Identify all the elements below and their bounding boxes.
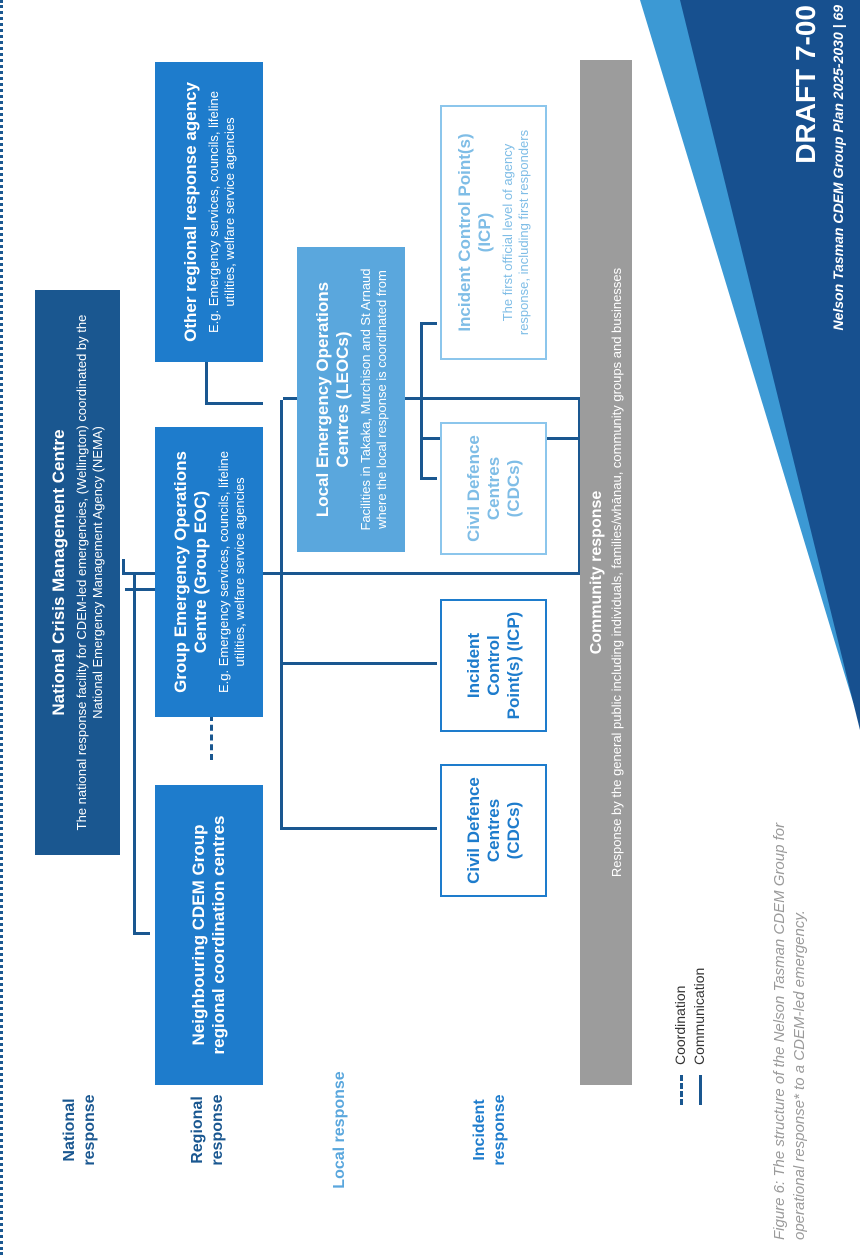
group-eoc-incident-line <box>280 827 437 830</box>
icp-a-title: Incident Control Point(s) (ICP) <box>463 611 523 720</box>
community-description: Response by the general public including… <box>608 267 624 878</box>
other-regional-title: Other regional response agency <box>180 82 200 342</box>
icp-a-box: Incident Control Point(s) (ICP) <box>440 599 547 732</box>
ncmc-title: National Crisis Management Centre <box>49 429 68 716</box>
cdc-a-box: Civil Defence Centres (CDCs) <box>440 764 547 897</box>
other-regional-line <box>205 402 263 405</box>
ncmc-drop <box>122 559 125 575</box>
cdc-a-title: Civil Defence Centres (CDCs) <box>463 777 523 884</box>
icp-b-feed <box>420 325 423 480</box>
icp-b-description: The first official level of agency respo… <box>500 129 531 336</box>
leocs-box: Local Emergency Operations Centres (LEOC… <box>297 247 405 552</box>
leocs-description: Facilities in Takaka, Murchison and St A… <box>357 268 389 531</box>
legend-coordination-swatch <box>680 1075 683 1105</box>
group-eoc-title: Group Emergency Operations Centre (Group… <box>170 451 210 693</box>
ncmc-description: The national response facility for CDEM-… <box>74 314 105 831</box>
draft-label: DRAFT 7-00 <box>790 5 821 164</box>
ncmc-box: National Crisis Management Centre The na… <box>35 290 120 855</box>
group-eoc-community-line <box>263 572 583 575</box>
neighbouring-trunk-line <box>133 575 136 935</box>
legend: Coordination Communication <box>672 905 712 1105</box>
banner-dark-band <box>680 0 860 730</box>
cdc-b-box: Civil Defence Centres (CDCs) <box>440 422 547 555</box>
figure-caption: Figure 6: The structure of the Nelson Ta… <box>770 510 810 1240</box>
legend-communication-label: Communication <box>691 967 707 1065</box>
tier-regional-label: Regional response <box>189 1094 226 1166</box>
cdc-b-title: Civil Defence Centres (CDCs) <box>463 435 523 542</box>
incident-trunk-line <box>280 400 283 830</box>
plan-footer: Nelson Tasman CDEM Group Plan 2025-2030 … <box>830 5 846 331</box>
community-box: Community response Response by the gener… <box>580 60 632 1085</box>
community-title: Community response <box>587 490 605 655</box>
neighbouring-title: Neighbouring CDEM Group regional coordin… <box>189 815 228 1055</box>
tier-incident-label: Incident response <box>471 1094 508 1166</box>
legend-coordination-label: Coordination <box>672 985 688 1065</box>
regional-feed-line <box>125 588 157 591</box>
group-eoc-box: Group Emergency Operations Centre (Group… <box>155 427 263 717</box>
neighbouring-box: Neighbouring CDEM Group regional coordin… <box>155 785 263 1085</box>
icp-b-drop <box>420 322 437 325</box>
icp-b-title: Incident Control Point(s) (ICP) <box>455 133 494 332</box>
legend-communication-swatch <box>699 1075 702 1105</box>
group-eoc-description: E.g. Emergency services, councils, lifel… <box>215 450 247 694</box>
caption-line-1: Figure 6: The structure of the Nelson Ta… <box>771 822 788 1240</box>
tier-local-label: Local response <box>331 1071 348 1189</box>
icp-b-box: Incident Control Point(s) (ICP) The firs… <box>440 105 547 360</box>
tier-national-label: National response <box>61 1094 98 1166</box>
other-regional-description: E.g. Emergency services, councils, lifel… <box>205 90 237 334</box>
other-regional-box: Other regional response agency E.g. Emer… <box>155 62 263 362</box>
caption-line-2: operational response* to a CDEM-led emer… <box>791 910 808 1240</box>
icp-a-feed <box>280 662 437 665</box>
coordination-dashed-line <box>210 715 213 760</box>
eoc-other-regional-link <box>205 360 208 405</box>
leocs-title: Local Emergency Operations Centres (LEOC… <box>312 281 352 518</box>
